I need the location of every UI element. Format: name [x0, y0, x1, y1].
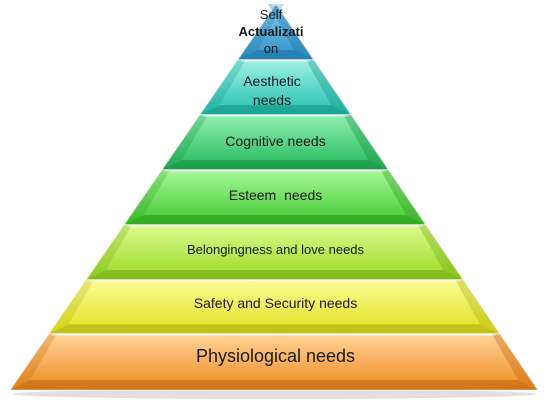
- tier-cognitive-needs: [160, 114, 390, 171]
- pyramid-shadow: [12, 389, 536, 399]
- tier-self-actualization: [236, 2, 316, 61]
- tier-aesthetic-needs: [198, 59, 353, 116]
- tier-esteem-needs: [122, 169, 428, 226]
- tier-belongingness-and-love-needs: [84, 224, 465, 281]
- tier-safety-and-security-needs: [47, 279, 502, 335]
- tier-physiological-needs: [8, 333, 540, 391]
